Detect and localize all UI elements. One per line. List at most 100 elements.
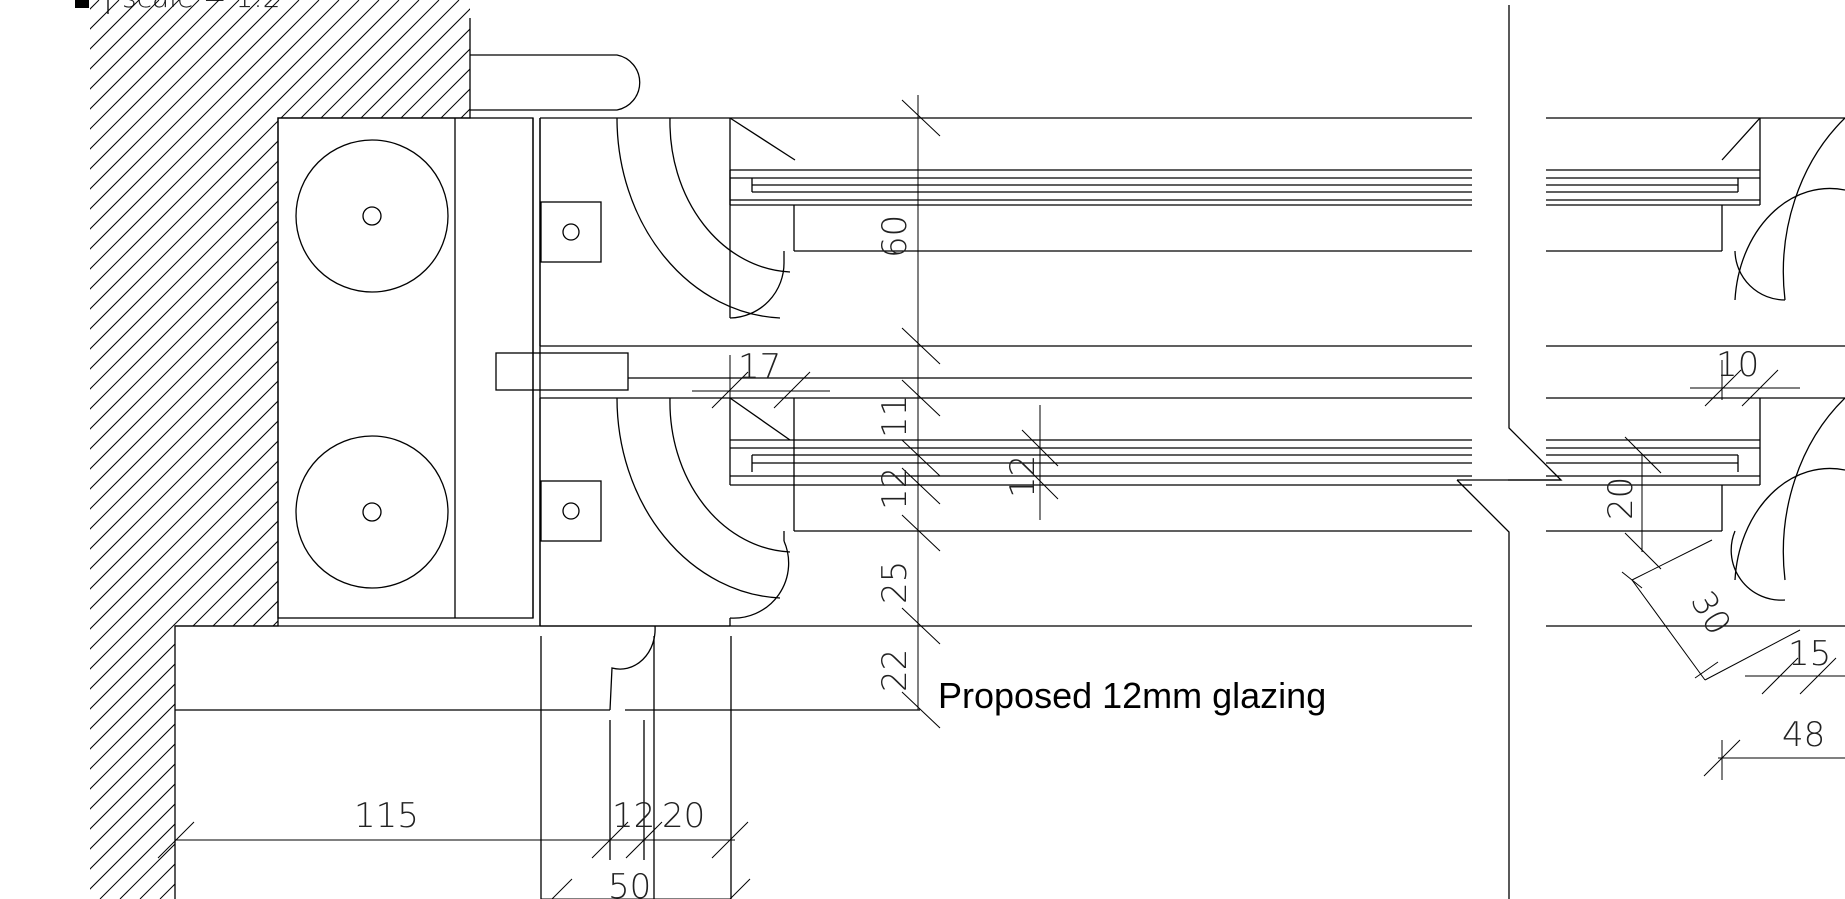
hatch-line (580, 0, 1479, 899)
hatch-line (90, 0, 470, 899)
hatch-line (90, 0, 470, 899)
hatch-line (90, 0, 470, 899)
hatch-line (359, 0, 470, 899)
dimension-labels: 60 17 11 12 12 25 22 115 12 20 50 10 20 … (354, 215, 1831, 899)
roller-housing (277, 117, 541, 626)
hatch-line (90, 0, 120, 899)
hatch-line (560, 0, 1459, 899)
hatch-line (540, 0, 1439, 899)
hatch-line (419, 0, 470, 899)
dim-50: 50 (608, 867, 651, 899)
break-line-upper (1508, 5, 1563, 481)
dim-11: 11 (875, 395, 915, 438)
hatch-line (90, 0, 320, 899)
hatch-line (0, 0, 79, 899)
hatch-line (90, 0, 470, 899)
hatch-line (90, 0, 470, 899)
scale-title: scale = 1:2 (75, 0, 280, 14)
hatch-line (90, 0, 470, 899)
hatch-line (219, 0, 470, 899)
hatch-line (90, 0, 470, 899)
dim-12-b: 12 (1003, 455, 1043, 498)
dim-48: 48 (1782, 715, 1825, 755)
hatch-line (119, 0, 470, 899)
hatch-line (0, 0, 39, 899)
hatch-line (90, 0, 300, 899)
dim-15: 15 (1788, 634, 1831, 674)
hatch-line (90, 0, 360, 899)
dim-60: 60 (875, 215, 915, 258)
lower-sash (539, 397, 1472, 627)
dim-17: 17 (738, 347, 781, 387)
roller-top (295, 139, 449, 293)
hatch-line (199, 0, 470, 899)
hatch-line (90, 0, 470, 899)
hatch-line (90, 0, 470, 899)
hatch-line (90, 0, 440, 899)
hatch-line (90, 0, 260, 899)
upper-sash (539, 117, 1472, 347)
hatch-line (0, 0, 19, 899)
hatch-line (139, 0, 470, 899)
sill (175, 625, 920, 899)
dimension-lines (157, 95, 1845, 899)
hatch-line (90, 0, 280, 899)
hatch-line (90, 0, 470, 899)
hatch-line (90, 0, 470, 899)
hatch-line (90, 0, 470, 899)
hatch-line (90, 0, 240, 899)
hatch-line (90, 0, 420, 899)
title-marker (75, 0, 89, 8)
dim-20-b: 20 (1601, 477, 1641, 520)
hatch-line (339, 0, 470, 899)
right-fragment (1546, 117, 1845, 627)
hatch-line (90, 0, 470, 899)
hatch-line (439, 0, 470, 899)
hatch-line (90, 0, 470, 899)
hatch-line (90, 0, 470, 899)
dim-25: 25 (875, 561, 915, 604)
dim-30: 30 (1682, 585, 1738, 642)
hatch-line (399, 0, 470, 899)
hatch-line (90, 0, 470, 899)
roller-bottom (295, 435, 449, 589)
hatch-line (259, 0, 470, 899)
wall-hatching (0, 0, 1479, 899)
hatch-line (0, 0, 59, 899)
hatch-line (90, 0, 180, 899)
hatch-line (90, 0, 470, 899)
hatch-line (379, 0, 470, 899)
bracket-top (540, 201, 602, 263)
hatch-line (500, 0, 1399, 899)
dim-10: 10 (1716, 345, 1759, 385)
hatch-line (90, 0, 470, 899)
hatch-line (99, 0, 470, 899)
break-line-lower (1456, 479, 1510, 899)
hatch-line (520, 0, 1419, 899)
dim-12-a: 12 (875, 467, 915, 510)
hatch-line (480, 0, 1379, 899)
hatch-line (90, 0, 340, 899)
bracket-bottom (540, 480, 602, 542)
spacer-block (495, 352, 629, 391)
dim-22: 22 (875, 649, 915, 692)
dim-115: 115 (354, 796, 419, 836)
hatch-line (90, 0, 100, 899)
hatch-line (90, 0, 470, 899)
scale-label: scale = 1:2 (122, 0, 280, 14)
hatch-line (90, 0, 380, 899)
hatch-line (459, 0, 470, 899)
hatch-line (239, 0, 470, 899)
hatch-line (90, 0, 470, 899)
hatch-line (90, 0, 470, 899)
dim-12-c: 12 (612, 796, 655, 836)
hatch-line (90, 0, 140, 899)
hatch-line (90, 0, 470, 899)
hatch-line (299, 0, 470, 899)
handle-profile (470, 54, 641, 111)
dim-20-a: 20 (662, 796, 705, 836)
hatch-line (179, 0, 470, 899)
hatch-line (90, 0, 400, 899)
glazing-note: Proposed 12mm glazing (938, 675, 1326, 716)
